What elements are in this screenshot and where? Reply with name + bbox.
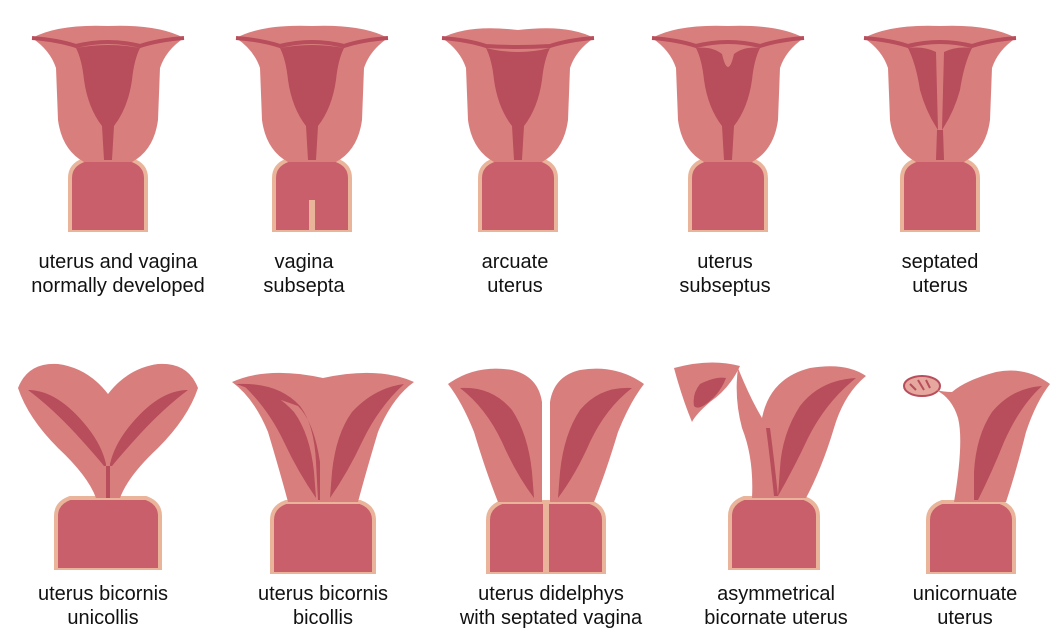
caption-line: subsepta xyxy=(254,274,354,298)
didelphys-illustration xyxy=(446,362,646,574)
caption-line: bicornate uterus xyxy=(686,606,866,630)
vagina-subsepta-illustration xyxy=(232,20,392,232)
caption-line: uterus didelphys xyxy=(446,582,656,606)
caption-line: asymmetrical xyxy=(686,582,866,606)
caption-vagina-subsepta: vagina subsepta xyxy=(254,250,354,298)
unicornuate-illustration xyxy=(896,362,1051,574)
caption-line: unicollis xyxy=(18,606,188,630)
caption-unicornuate: unicornuate uterus xyxy=(900,582,1030,630)
caption-line: subseptus xyxy=(670,274,780,298)
asymmetrical-bicornate-illustration xyxy=(670,358,870,570)
arcuate-uterus-illustration xyxy=(438,20,598,232)
caption-line: with septated vagina xyxy=(446,606,656,630)
caption-bicornis-bicollis: uterus bicornis bicollis xyxy=(238,582,408,630)
caption-line: uterus xyxy=(460,274,570,298)
caption-asymmetrical-bicornate: asymmetrical bicornate uterus xyxy=(686,582,866,630)
caption-line: uterus xyxy=(900,606,1030,630)
bicornis-bicollis-illustration xyxy=(228,362,418,574)
caption-line: normally developed xyxy=(18,274,218,298)
caption-bicornis-unicollis: uterus bicornis unicollis xyxy=(18,582,188,630)
caption-line: uterus xyxy=(670,250,780,274)
bicornis-unicollis-illustration xyxy=(8,358,208,570)
caption-didelphys: uterus didelphys with septated vagina xyxy=(446,582,656,630)
uterus-subseptus-illustration xyxy=(648,20,808,232)
caption-normal: uterus and vagina normally developed xyxy=(18,250,218,298)
normal-uterus-illustration xyxy=(28,20,188,232)
caption-line: uterus bicornis xyxy=(238,582,408,606)
caption-line: unicornuate xyxy=(900,582,1030,606)
caption-arcuate: arcuate uterus xyxy=(460,250,570,298)
caption-line: arcuate xyxy=(460,250,570,274)
septated-uterus-illustration xyxy=(860,20,1020,232)
caption-septated: septated uterus xyxy=(885,250,995,298)
caption-subseptus: uterus subseptus xyxy=(670,250,780,298)
caption-line: bicollis xyxy=(238,606,408,630)
caption-line: uterus and vagina xyxy=(18,250,218,274)
caption-line: vagina xyxy=(254,250,354,274)
caption-line: uterus bicornis xyxy=(18,582,188,606)
caption-line: septated xyxy=(885,250,995,274)
caption-line: uterus xyxy=(885,274,995,298)
